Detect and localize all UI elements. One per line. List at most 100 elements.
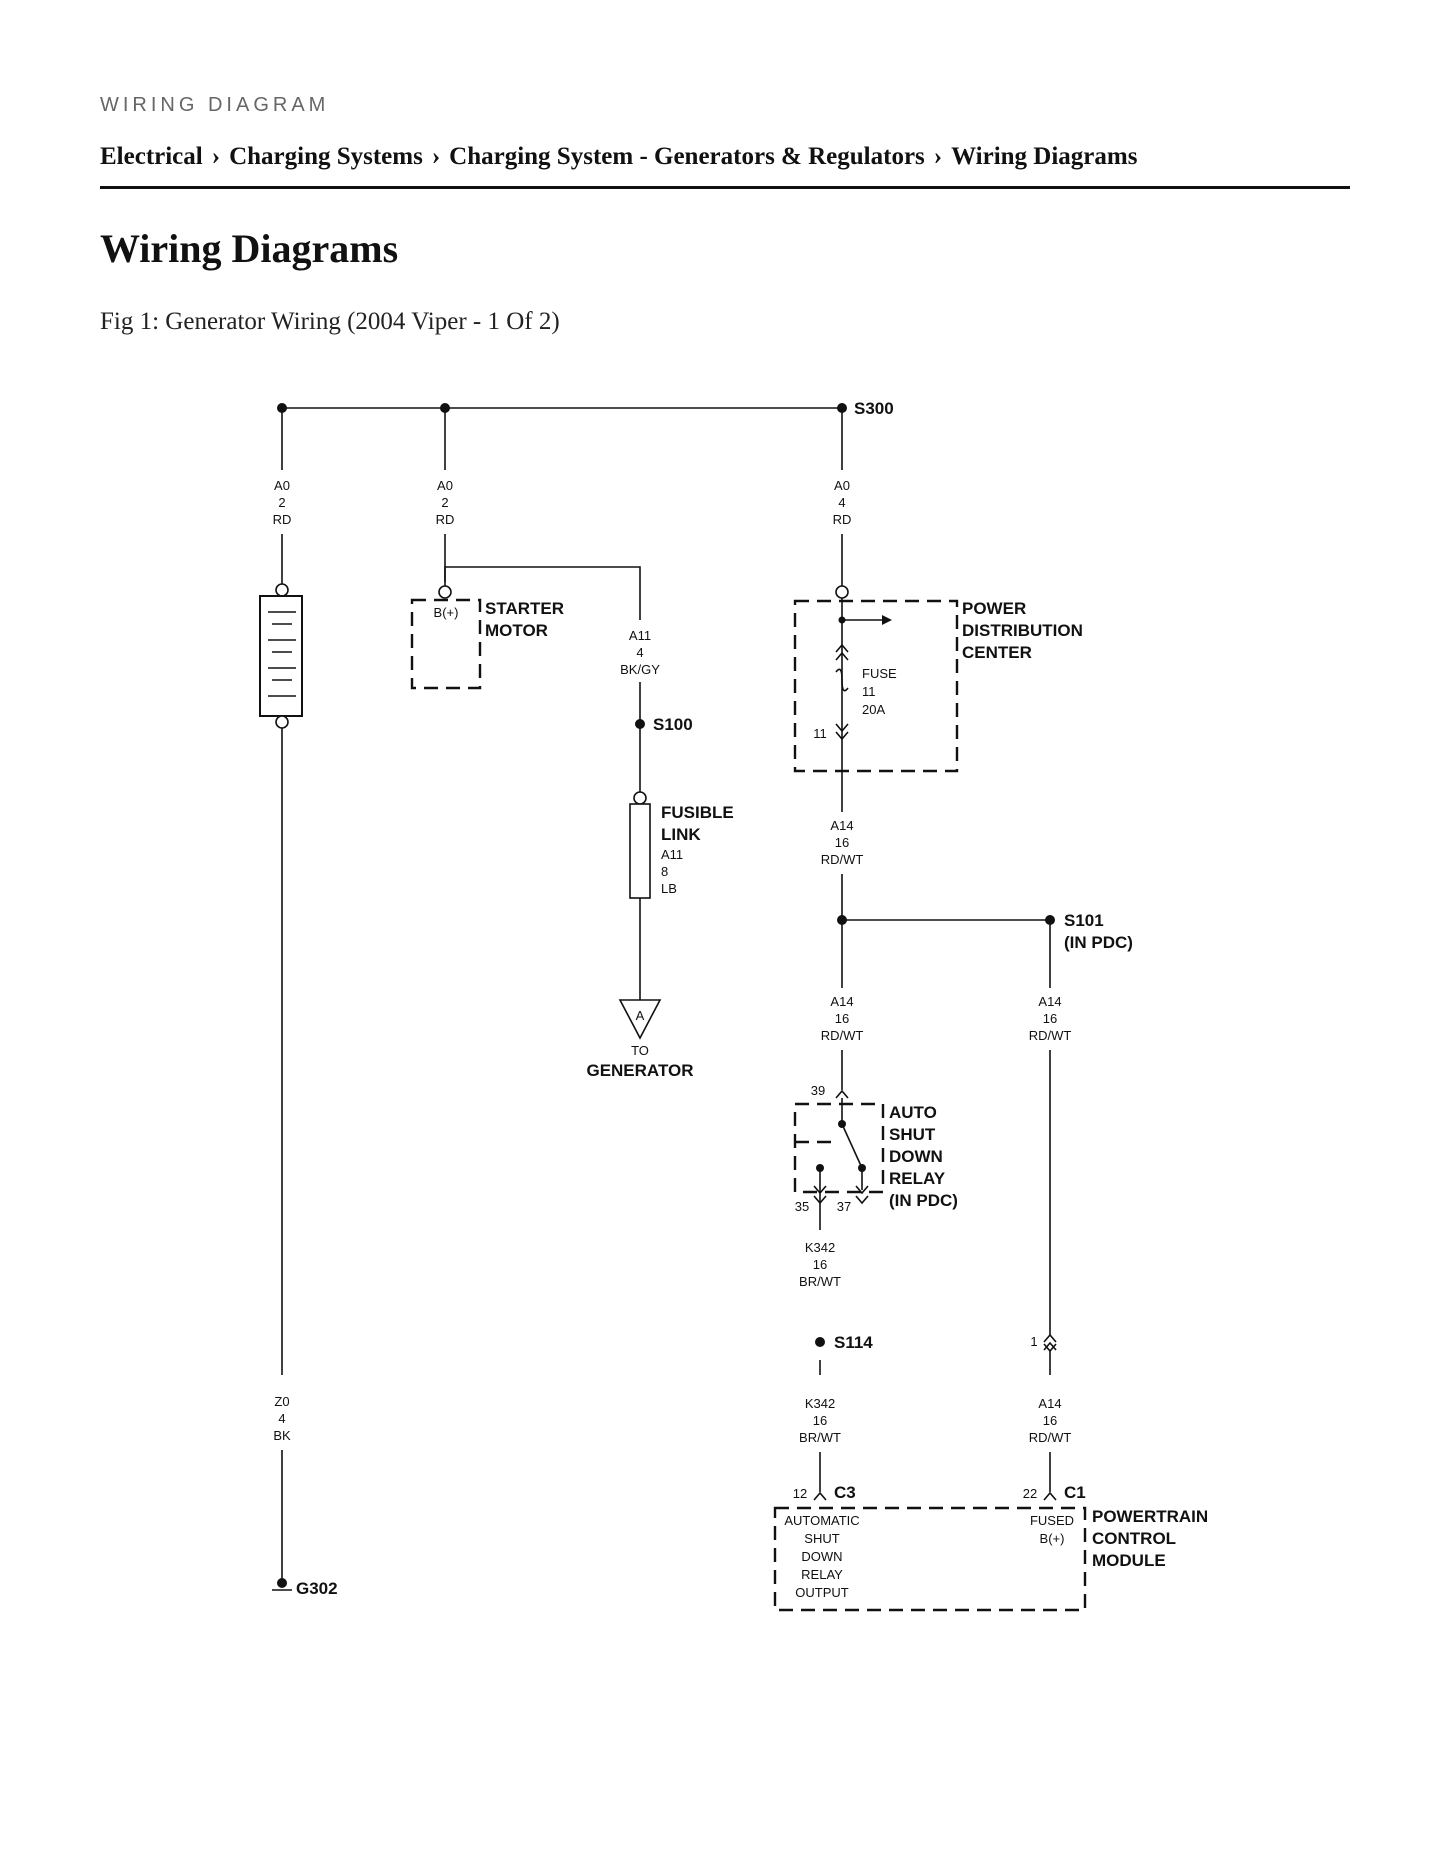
wire-color: BK — [273, 1428, 291, 1443]
wire-label-a11: A11 4 BK/GY — [620, 628, 660, 677]
splice-s300-label: S300 — [854, 399, 894, 418]
wire-gauge: 4 — [838, 495, 845, 510]
pcm-asd-output-line2: SHUT — [804, 1531, 839, 1546]
header-divider — [100, 186, 1350, 189]
fusible-link-circuit: A11 — [661, 847, 683, 862]
fuse-symbol — [835, 668, 849, 692]
fusible-link-label-line1: FUSIBLE — [661, 803, 734, 822]
wire-gauge: 2 — [441, 495, 448, 510]
generator-to-label: TO — [631, 1043, 649, 1058]
wire-circuit: Z0 — [274, 1394, 289, 1409]
wire-color: BK/GY — [620, 662, 660, 677]
asd-label-line3: DOWN — [889, 1147, 943, 1166]
pcm-c3-label: C3 — [834, 1483, 856, 1502]
pdc-label-line3: CENTER — [962, 643, 1032, 662]
wire-color: BR/WT — [799, 1430, 841, 1445]
splice-s101: S101 (IN PDC) — [837, 911, 1133, 952]
power-distribution-center: FUSE 11 20A 11 POWER DISTRIBUTION CENTER — [793, 585, 1083, 812]
wire-label-k342-pcm: K342 16 BR/WT — [799, 1396, 841, 1445]
wire-circuit: A14 — [1038, 994, 1061, 1009]
pcm-fused-line1: FUSED — [1030, 1513, 1074, 1528]
inline-connector-1: 1 — [1030, 1333, 1057, 1353]
wire-label-z0-ground: Z0 4 BK — [273, 1394, 291, 1443]
powertrain-control-module: 12 C3 22 C1 AUTOMATIC SHUT DOWN RELAY OU… — [773, 1483, 1208, 1612]
pcm-c1-pin: 22 — [1023, 1486, 1037, 1501]
figure-caption: Fig 1: Generator Wiring (2004 Viper - 1 … — [100, 308, 560, 335]
wire-color: BR/WT — [799, 1274, 841, 1289]
ground-g302: G302 — [272, 1578, 338, 1598]
wire-label-a14-asd: A14 16 RD/WT — [821, 994, 864, 1043]
fusible-link-color: LB — [661, 881, 677, 896]
wire-circuit: K342 — [805, 1396, 835, 1411]
wire-circuit: A11 — [629, 628, 651, 643]
wire-circuit: A0 — [437, 478, 453, 493]
asd-label-line2: SHUT — [889, 1125, 936, 1144]
wire-color: RD — [436, 512, 455, 527]
asd-relay: 39 35 37 AUTO SHUT DOWN RELAY (IN PDC) — [793, 1083, 958, 1214]
pcm-fused-line2: B(+) — [1040, 1531, 1065, 1546]
section-kicker: WIRING DIAGRAM — [100, 94, 330, 116]
breadcrumb-item-generators-regulators[interactable]: Charging System - Generators & Regulator… — [449, 143, 925, 170]
breadcrumb-separator: › — [933, 143, 943, 170]
pcm-label-line3: MODULE — [1092, 1551, 1166, 1570]
asd-label-line5: (IN PDC) — [889, 1191, 958, 1210]
breadcrumb-separator: › — [211, 143, 221, 170]
splice-s101-note: (IN PDC) — [1064, 933, 1133, 952]
starter-motor: B(+) STARTER MOTOR — [410, 566, 641, 690]
wire-color: RD/WT — [821, 852, 864, 867]
wire-gauge: 2 — [278, 495, 285, 510]
breadcrumb-item-electrical[interactable]: Electrical — [100, 143, 203, 170]
wire-color: RD — [273, 512, 292, 527]
starter-label-line1: STARTER — [485, 599, 564, 618]
wire-label-a0-pdc: A0 4 RD — [833, 478, 852, 527]
asd-label-line1: AUTO — [889, 1103, 937, 1122]
inline-pin-1: 1 — [1030, 1334, 1037, 1349]
splice-s100: S100 — [635, 715, 693, 734]
battery-symbol — [259, 583, 303, 729]
splice-s114: S114 — [815, 1333, 873, 1352]
wire-circuit: A0 — [834, 478, 850, 493]
asd-pin-37: 37 — [837, 1199, 851, 1214]
breadcrumb-item-charging-systems[interactable]: Charging Systems — [229, 143, 423, 170]
wire-label-a0-starter: A0 2 RD — [436, 478, 455, 527]
starter-label-line2: MOTOR — [485, 621, 548, 640]
asd-pin-35: 35 — [795, 1199, 809, 1214]
page-title: Wiring Diagrams — [100, 226, 399, 271]
generator-label: GENERATOR — [586, 1061, 693, 1080]
wire-gauge: 4 — [278, 1411, 285, 1426]
breadcrumb-item-wiring-diagrams[interactable]: Wiring Diagrams — [951, 143, 1138, 170]
pcm-asd-output-line3: DOWN — [801, 1549, 842, 1564]
wire-label-a14-pcm: A14 16 RD/WT — [1029, 1396, 1072, 1445]
wire-circuit: A14 — [830, 994, 853, 1009]
wire-circuit: K342 — [805, 1240, 835, 1255]
pcm-asd-output-line5: OUTPUT — [795, 1585, 849, 1600]
fusible-link-gauge: 8 — [661, 864, 668, 879]
pdc-label-line2: DISTRIBUTION — [962, 621, 1083, 640]
asd-label-line4: RELAY — [889, 1169, 946, 1188]
wire-gauge: 16 — [1043, 1413, 1057, 1428]
wire-label-a14-s101: A14 16 RD/WT — [1029, 994, 1072, 1043]
pcm-c1-label: C1 — [1064, 1483, 1086, 1502]
wire-color: RD — [833, 512, 852, 527]
generator-connector-letter: A — [636, 1008, 645, 1023]
page-header: WIRING DIAGRAM Electrical › Charging Syste… — [100, 94, 1350, 171]
pdc-label-line1: POWER — [962, 599, 1026, 618]
fuse-label: FUSE — [862, 666, 897, 681]
pcm-label-line1: POWERTRAIN — [1092, 1507, 1208, 1526]
wire-circuit: A0 — [274, 478, 290, 493]
wire-color: RD/WT — [821, 1028, 864, 1043]
wire-gauge: 16 — [835, 1011, 849, 1026]
splice-s100-label: S100 — [653, 715, 693, 734]
fusible-link: FUSIBLE LINK A11 8 LB — [629, 791, 734, 899]
wire-label-a0-battery: A0 2 RD — [273, 478, 292, 527]
wire-label-a14-pdc-out: A14 16 RD/WT — [821, 818, 864, 867]
wire-color: RD/WT — [1029, 1028, 1072, 1043]
wire-gauge: 16 — [835, 835, 849, 850]
wire-gauge: 16 — [813, 1257, 827, 1272]
wire-color: RD/WT — [1029, 1430, 1072, 1445]
pcm-asd-output-line1: AUTOMATIC — [784, 1513, 859, 1528]
fusible-link-label-line2: LINK — [661, 825, 701, 844]
starter-terminal-label: B(+) — [434, 605, 459, 620]
fuse-cavity: 11 — [813, 726, 827, 741]
wire-gauge: 16 — [813, 1413, 827, 1428]
